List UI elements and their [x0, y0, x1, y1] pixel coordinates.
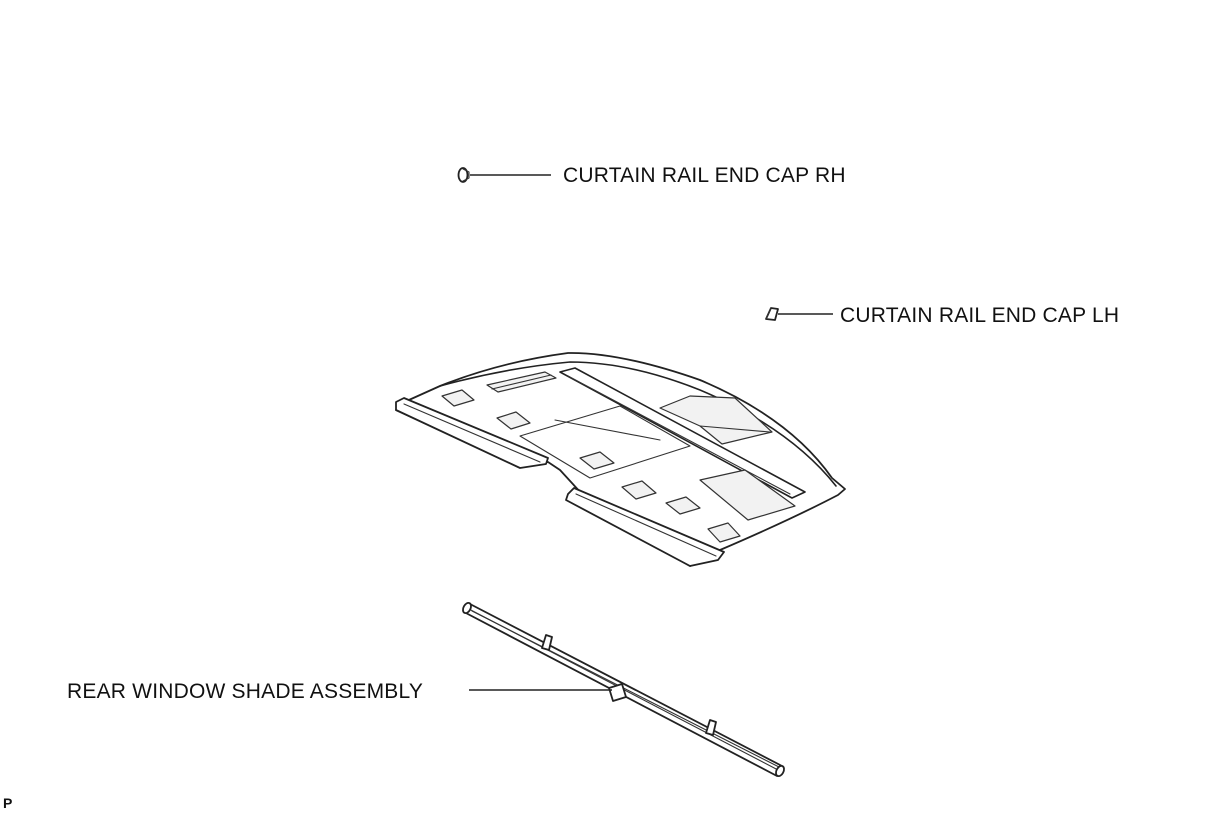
end-cap-rh-part-icon — [457, 167, 470, 183]
end-cap-lh-label: CURTAIN RAIL END CAP LH — [840, 304, 1119, 327]
package-tray-trim-panel — [395, 352, 846, 567]
shade-assembly-label: REAR WINDOW SHADE ASSEMBLY — [67, 680, 423, 703]
curtain-rail-end-cap-lh: CURTAIN RAIL END CAP LH — [765, 304, 1119, 327]
end-cap-lh-part-icon — [765, 307, 779, 321]
end-cap-rh-label: CURTAIN RAIL END CAP RH — [563, 164, 846, 187]
figure-code: P — [3, 795, 12, 811]
curtain-rail-end-cap-rh: CURTAIN RAIL END CAP RH — [457, 164, 846, 187]
rear-window-shade-assembly: REAR WINDOW SHADE ASSEMBLY — [67, 601, 785, 778]
